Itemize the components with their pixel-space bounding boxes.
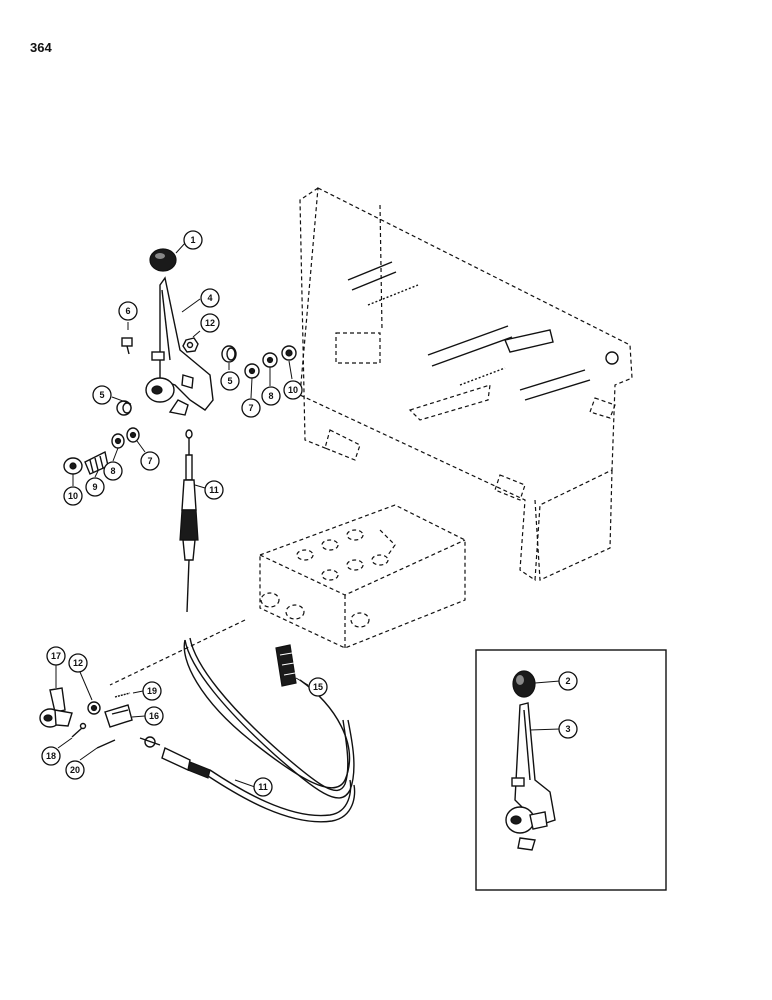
- svg-text:11: 11: [209, 485, 219, 495]
- svg-text:16: 16: [149, 711, 159, 721]
- svg-text:8: 8: [110, 466, 115, 476]
- callout-19: 19: [142, 681, 162, 701]
- cable-11-lower: [139, 637, 356, 823]
- washer-8-upper: [262, 352, 278, 368]
- svg-text:8: 8: [268, 391, 273, 401]
- callout-5-left: 5: [92, 385, 112, 405]
- callout-18: 18: [41, 746, 61, 766]
- svg-text:2: 2: [565, 676, 570, 686]
- callout-8-left: 8: [103, 461, 123, 481]
- clevis-16: [104, 704, 133, 728]
- callout-12-lower: 12: [68, 653, 88, 673]
- svg-text:17: 17: [51, 651, 61, 661]
- callout-5-upper: 5: [220, 371, 240, 391]
- washer-7-left: [126, 427, 140, 443]
- callout-7-upper: 7: [241, 398, 261, 418]
- svg-text:11: 11: [258, 782, 268, 792]
- lever-assembly: [145, 276, 214, 416]
- svg-text:6: 6: [125, 306, 130, 316]
- inset-lever-3: [505, 702, 556, 851]
- leader-lines: [55, 241, 561, 788]
- svg-text:7: 7: [147, 456, 152, 466]
- callout-15: 15: [308, 677, 328, 697]
- svg-text:7: 7: [248, 403, 253, 413]
- svg-text:3: 3: [565, 724, 570, 734]
- svg-text:12: 12: [73, 658, 83, 668]
- pin-20: [96, 739, 116, 749]
- callout-10-left: 10: [63, 486, 83, 506]
- svg-text:12: 12: [205, 318, 215, 328]
- svg-text:20: 20: [70, 765, 80, 775]
- svg-text:5: 5: [99, 390, 104, 400]
- callout-8-upper: 8: [261, 386, 281, 406]
- callout-16: 16: [144, 706, 164, 726]
- callout-6: 6: [118, 301, 138, 321]
- svg-text:10: 10: [68, 491, 78, 501]
- callout-7-left: 7: [140, 451, 160, 471]
- callout-4: 4: [200, 288, 220, 308]
- callout-1: 1: [183, 230, 203, 250]
- inset-knob-2: [512, 670, 536, 698]
- callout-10-upper: 10: [283, 380, 303, 400]
- washer-8-left: [111, 433, 125, 449]
- nut-10-upper: [281, 345, 297, 361]
- svg-text:9: 9: [92, 482, 97, 492]
- knob-icon: [149, 248, 177, 272]
- spring-9: [84, 450, 109, 475]
- callout-2: 2: [558, 671, 578, 691]
- mounting-plate: [299, 187, 633, 582]
- nut-12-lower: [87, 701, 101, 715]
- svg-text:10: 10: [288, 385, 298, 395]
- nut-10-left: [63, 457, 83, 475]
- callout-11-upper: 11: [204, 480, 224, 500]
- nut-12-upper: [182, 337, 199, 353]
- callout-12-upper: 12: [200, 313, 220, 333]
- plug-15: [275, 644, 297, 687]
- valve-body: [259, 504, 466, 649]
- svg-text:5: 5: [227, 376, 232, 386]
- callout-11-lower: 11: [253, 777, 273, 797]
- washer-7-upper: [244, 363, 260, 379]
- screw-6: [121, 337, 133, 355]
- callout-3: 3: [558, 719, 578, 739]
- svg-text:1: 1: [190, 235, 195, 245]
- svg-text:4: 4: [207, 293, 212, 303]
- bushing-5-upper: [221, 345, 237, 363]
- page-number: 364: [30, 40, 52, 55]
- svg-text:15: 15: [313, 682, 323, 692]
- pin-18: [71, 722, 87, 738]
- cable-end-upper: [179, 429, 199, 613]
- svg-text:18: 18: [46, 751, 56, 761]
- callout-17: 17: [46, 646, 66, 666]
- bracket-17: [39, 687, 73, 728]
- pin-19: [114, 692, 131, 698]
- callout-9: 9: [85, 477, 105, 497]
- svg-text:19: 19: [147, 686, 157, 696]
- callout-20: 20: [65, 760, 85, 780]
